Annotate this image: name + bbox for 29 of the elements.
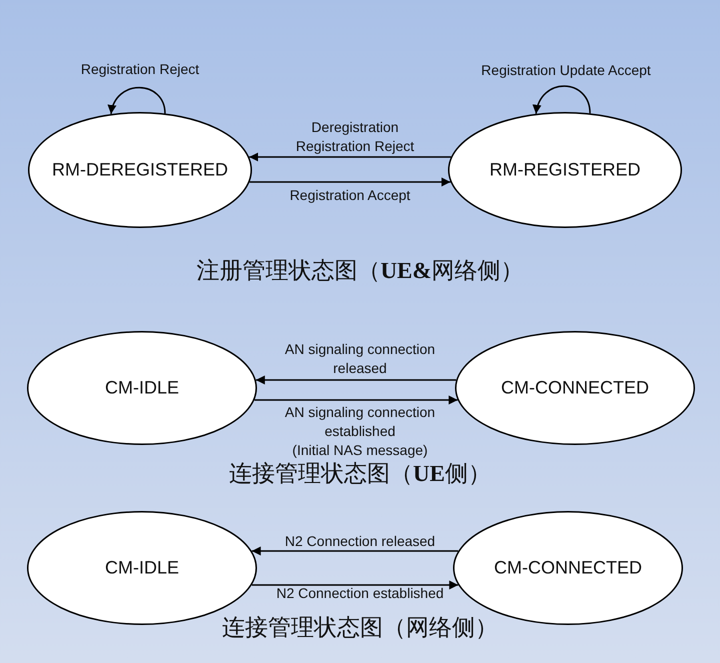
self-loop-arrow: [534, 85, 591, 114]
edge-label: AN signaling connection released: [284, 340, 436, 378]
diagram-caption: 注册管理状态图（UE&网络侧）: [195, 257, 525, 285]
diagram-caption: 连接管理状态图（网络侧）: [221, 614, 499, 642]
state-ellipse: [27, 331, 257, 445]
arrow: [252, 580, 458, 590]
arrow: [249, 152, 451, 162]
arrow: [250, 178, 451, 186]
state-name: RM-DEREGISTERED: [50, 160, 229, 180]
self-loop-arrow: [108, 86, 166, 114]
state-ellipse: [28, 112, 252, 228]
state-name: CM-CONNECTED: [500, 378, 650, 398]
edge-label: Deregistration Registration Reject: [296, 118, 414, 156]
diagram-caption: 连接管理状态图（UE侧）: [228, 460, 492, 488]
state-ellipse: [455, 331, 695, 445]
edge-label: Registration Reject: [80, 60, 200, 79]
edge-label: AN signaling connection established (Initial NAS message): [284, 403, 436, 460]
arrow: [256, 376, 456, 384]
edge-label: Registration Accept: [290, 186, 410, 205]
state-name: CM-CONNECTED: [493, 558, 643, 578]
state-name: CM-IDLE: [104, 558, 180, 578]
edge-label: N2 Connection released: [284, 532, 436, 551]
state-ellipse: [448, 112, 682, 228]
state-name: CM-IDLE: [104, 378, 180, 398]
arrow: [252, 546, 458, 556]
edge-label: N2 Connection established: [276, 584, 444, 603]
state-name: RM-REGISTERED: [488, 160, 642, 180]
edge-label: Registration Update Accept: [481, 61, 651, 80]
arrow: [254, 396, 458, 404]
